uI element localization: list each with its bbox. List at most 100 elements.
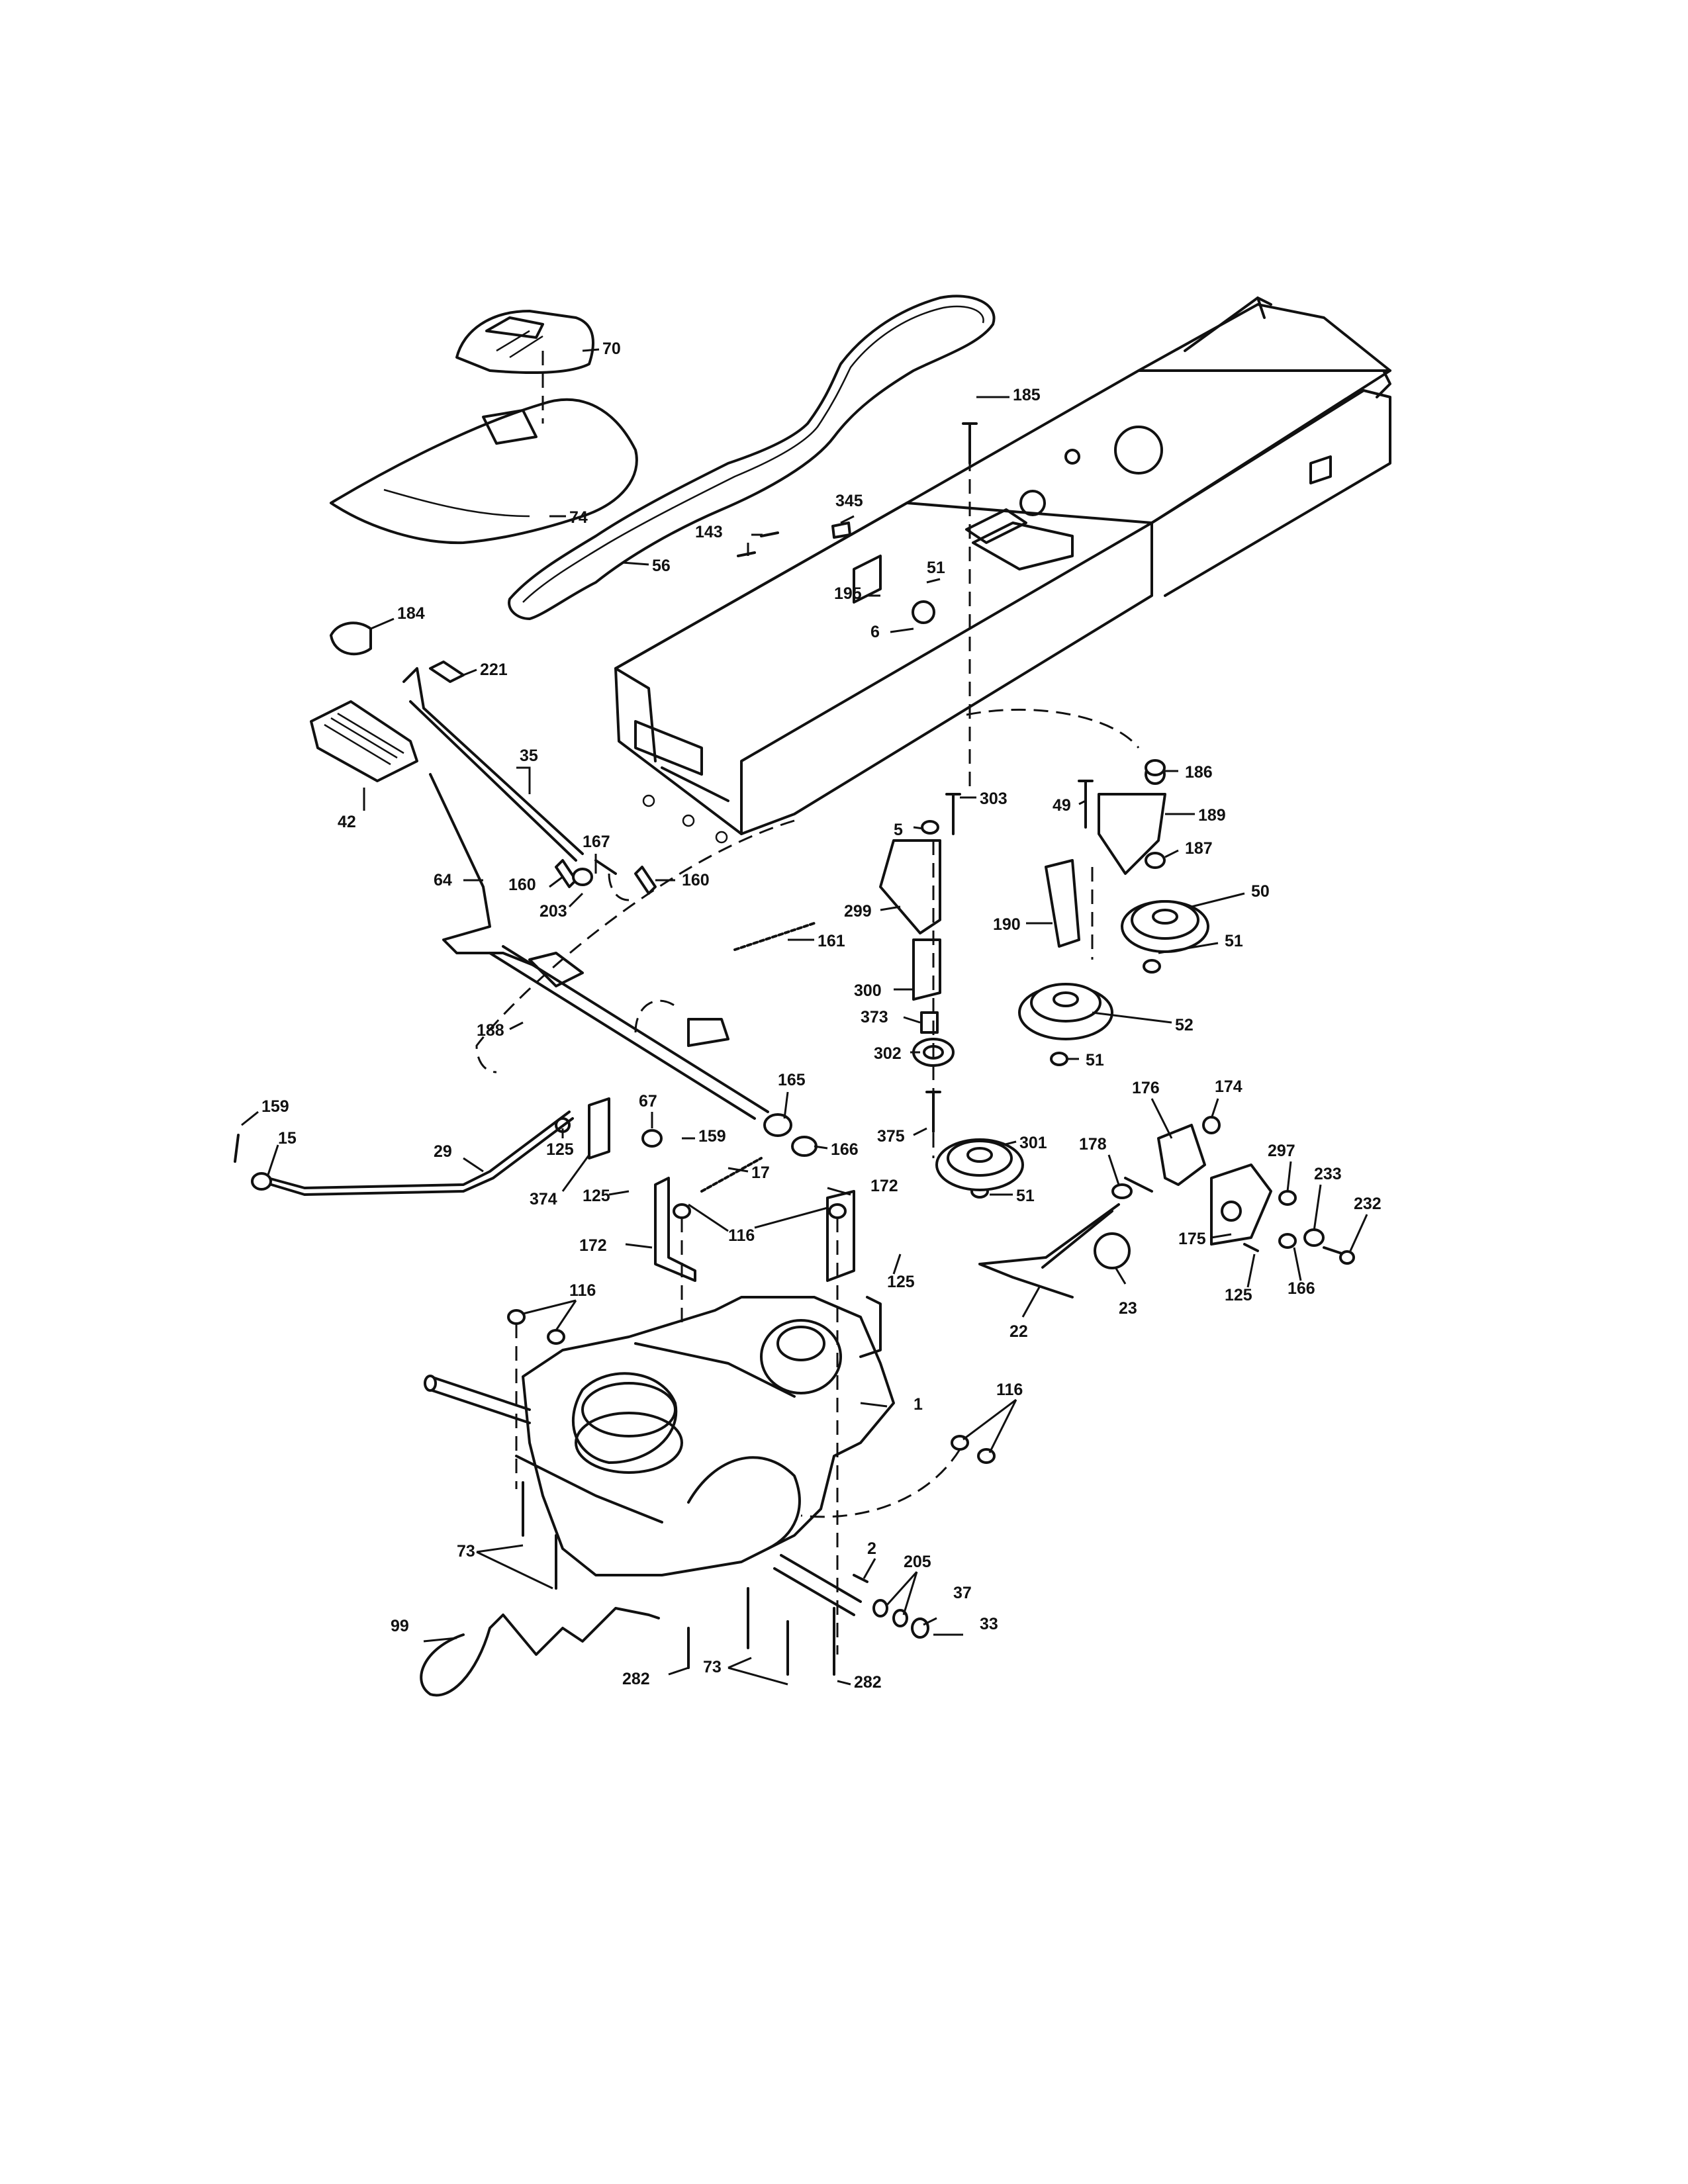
washer-233-part: [1303, 1228, 1325, 1247]
callout-5: 5: [894, 821, 903, 839]
bracket-175-part: [1210, 1163, 1272, 1246]
callout-374: 374: [530, 1190, 557, 1208]
rod-29-part: [234, 1111, 574, 1196]
pedal-rod-35-part: [402, 667, 584, 862]
callout-189: 189: [1198, 806, 1226, 825]
callout-188: 188: [477, 1021, 504, 1040]
callout-6: 6: [870, 623, 880, 641]
callout-51-c: 51: [1086, 1051, 1104, 1069]
callout-29: 29: [434, 1142, 452, 1161]
arm-299-part: [879, 839, 941, 934]
callout-73-a: 73: [457, 1542, 475, 1561]
callout-299: 299: [844, 902, 872, 921]
pulley-301-part: [935, 1138, 1024, 1191]
knob-184-part: [330, 621, 372, 656]
callout-375: 375: [877, 1127, 905, 1146]
shaft-188-part: [489, 945, 769, 1120]
callout-23: 23: [1119, 1299, 1137, 1318]
callout-50: 50: [1251, 882, 1270, 901]
knob-23-part: [1094, 1232, 1131, 1269]
callout-232: 232: [1354, 1195, 1382, 1213]
callout-300: 300: [854, 981, 882, 1000]
bolt-345-part: [831, 522, 851, 539]
callout-74: 74: [569, 508, 588, 527]
callout-302: 302: [874, 1044, 902, 1063]
callout-116-b: 116: [569, 1281, 596, 1300]
callout-116-a: 116: [728, 1226, 755, 1245]
callout-160-a: 160: [508, 876, 536, 894]
spring-17-part: [700, 1157, 763, 1193]
callout-186: 186: [1185, 763, 1213, 782]
callout-33: 33: [980, 1615, 998, 1633]
nut-186-part: [1145, 759, 1166, 776]
drive-belt-part: [508, 295, 996, 620]
callout-125-a: 125: [546, 1140, 574, 1159]
callout-175: 175: [1178, 1230, 1206, 1248]
bolt-73-part: [522, 1481, 789, 1676]
callout-301: 301: [1019, 1134, 1047, 1152]
pedal-pad-part: [310, 700, 418, 782]
callout-125-d: 125: [1225, 1286, 1252, 1304]
callout-160-b: 160: [682, 871, 710, 889]
clip-221-part: [429, 660, 465, 683]
bolt-232-part: [1323, 1246, 1355, 1265]
callout-190: 190: [993, 915, 1021, 934]
callout-161: 161: [818, 932, 845, 950]
pulley-52-part: [1018, 983, 1113, 1040]
washer-67-part: [641, 1129, 663, 1148]
washer-165-part: [763, 1113, 818, 1157]
bolt-303-part: [945, 793, 961, 835]
washers-205-part: [872, 1599, 929, 1639]
callout-166-a: 166: [831, 1140, 859, 1159]
callout-51-a: 51: [927, 559, 945, 577]
callout-233: 233: [1314, 1165, 1342, 1183]
bolt-282-part: [687, 1607, 835, 1676]
callout-143: 143: [695, 523, 723, 541]
callout-373: 373: [861, 1008, 888, 1026]
callout-42: 42: [338, 813, 356, 831]
callout-172-b: 172: [870, 1177, 898, 1195]
callout-167: 167: [583, 833, 610, 851]
callout-64: 64: [434, 871, 452, 889]
nut-5-part: [921, 820, 939, 835]
bushing-178-part: [1111, 1177, 1153, 1199]
callout-2: 2: [867, 1539, 876, 1558]
pins-160-part: [555, 859, 657, 895]
callout-159-b: 159: [698, 1127, 726, 1146]
callout-303: 303: [980, 790, 1008, 808]
bolt-143-part: [737, 531, 779, 557]
callout-56: 56: [652, 557, 671, 575]
axle-right-part: [773, 1554, 862, 1616]
assembly-lines: [475, 351, 1140, 1655]
callout-67: 67: [639, 1092, 657, 1111]
bolt-125d-part: [1243, 1243, 1259, 1252]
callout-172-a: 172: [579, 1236, 607, 1255]
callout-22: 22: [1009, 1322, 1028, 1341]
brake-bracket-part: [853, 555, 935, 624]
callout-125-b: 125: [583, 1187, 610, 1205]
callout-176: 176: [1132, 1079, 1160, 1097]
callout-297: 297: [1268, 1142, 1295, 1160]
callout-37: 37: [953, 1584, 972, 1602]
callout-166-b: 166: [1288, 1279, 1315, 1298]
spring-174-part: [1202, 1116, 1221, 1134]
callout-221: 221: [480, 660, 508, 679]
callout-185: 185: [1013, 386, 1041, 404]
callout-73-b: 73: [703, 1658, 722, 1676]
callout-345: 345: [835, 492, 863, 510]
bracket-300-part: [912, 938, 941, 1001]
rod-99-part: [420, 1607, 660, 1697]
callout-205: 205: [904, 1553, 931, 1571]
callout-165: 165: [778, 1071, 806, 1089]
spacer-373-part: [920, 1011, 939, 1034]
callout-116-c: 116: [996, 1381, 1023, 1399]
callout-51-d: 51: [1016, 1187, 1035, 1205]
axle-left-part: [424, 1375, 531, 1424]
washer-297-part: [1278, 1190, 1297, 1206]
callout-49: 49: [1053, 796, 1071, 815]
callout-174: 174: [1215, 1077, 1243, 1096]
callout-178: 178: [1079, 1135, 1107, 1154]
washer-187-part: [1145, 852, 1166, 869]
key-2-part: [853, 1574, 868, 1583]
